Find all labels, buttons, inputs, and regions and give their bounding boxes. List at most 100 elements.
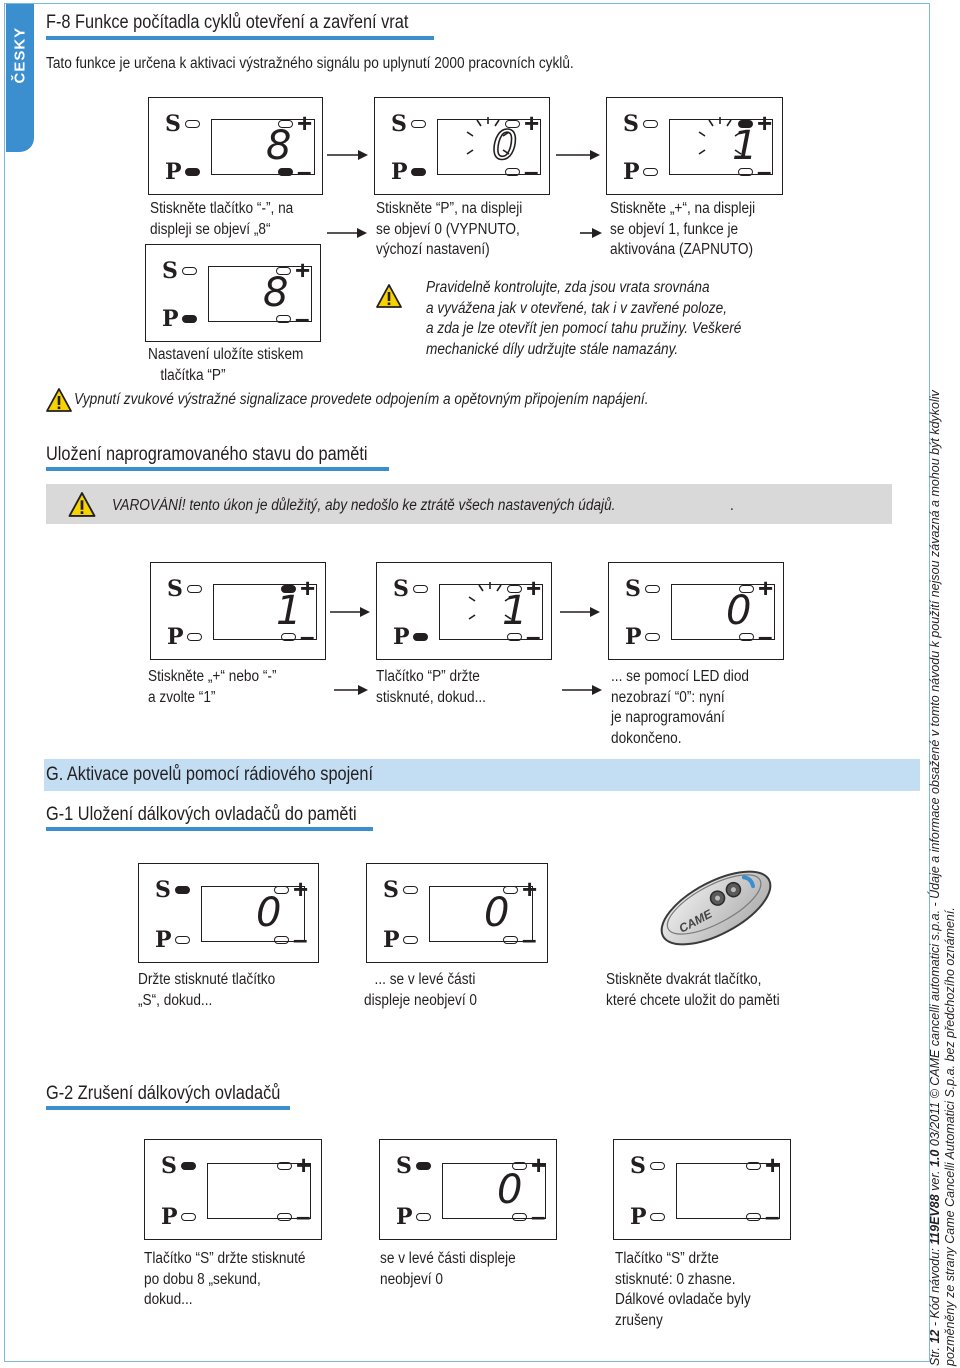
arrow-right-icon [327, 228, 367, 238]
led-s-indicator [411, 120, 426, 128]
led-minus-indicator [274, 936, 289, 944]
memory-step2-caption: Tlačítko “P” držte stisknuté, dokud... [376, 667, 486, 708]
arrow-right-icon [330, 607, 370, 617]
button-s-label: S [155, 877, 171, 903]
button-plus-label: + [758, 573, 774, 603]
display-digit: 0 [497, 1166, 523, 1213]
led-s-indicator [182, 267, 197, 275]
led-plus-indicator [276, 267, 291, 275]
g-title: G. Aktivace povelů pomocí rádiového spoj… [46, 764, 374, 785]
caption-line: displeje neobjeví 0 [364, 991, 477, 1009]
display-window: 0 [201, 886, 305, 942]
footer-part: ver. [928, 1167, 942, 1195]
page-frame [4, 3, 930, 1362]
display-window: 8 [211, 119, 315, 175]
display-digit: 0 [256, 890, 282, 936]
led-s-indicator [645, 585, 660, 593]
arrow-right-icon [580, 228, 602, 238]
led-s-indicator [643, 120, 658, 128]
arrow-right-icon [327, 150, 368, 160]
caption-line: tlačítka “P” [160, 366, 226, 384]
arrow-right-icon [556, 150, 600, 160]
blink-rays-icon [698, 117, 742, 155]
button-minus-label: – [531, 1201, 546, 1231]
g1-step2-caption: ... se v levé části displeje neobjeví 0 [364, 970, 477, 1011]
f8-step1-caption: Stiskněte tlačítko “-”, na displeji se o… [150, 199, 293, 240]
caption-line: dokud... [144, 1291, 193, 1308]
button-plus-label: + [531, 1150, 547, 1180]
display-window: 0 [671, 584, 775, 640]
note-line: Pravidelně kontrolujte, zda jsou vrata s… [426, 279, 710, 296]
button-s-label: S [383, 877, 399, 903]
caption-line: se v levé části displeje [380, 1250, 516, 1267]
led-p-indicator [403, 936, 418, 944]
memory-warning: VAROVÁNÍ! tento úkon je důležitý, aby ne… [112, 496, 615, 517]
button-plus-label: + [297, 108, 313, 138]
led-minus-indicator [738, 168, 753, 176]
footer-line-1: Str. 12 - Kód návodu: 119EV88 ver. 1.0 0… [928, 390, 943, 1366]
led-p-indicator [175, 936, 190, 944]
button-s-label: S [396, 1153, 412, 1179]
note-line: mechanické díly udržujte stále namazány. [426, 340, 679, 358]
led-p-indicator [411, 168, 426, 176]
language-tab-label: ČESKY [11, 26, 29, 84]
caption-line: Stiskněte „+“ nebo “-” [148, 668, 277, 685]
footer-part: 1.0 [928, 1149, 942, 1167]
display-window: 8 [208, 266, 312, 322]
memory-title-underline [46, 467, 389, 471]
button-plus-label: + [765, 1150, 781, 1180]
button-s-label: S [623, 111, 639, 137]
warning-icon [376, 284, 402, 308]
caption-line: stisknuté, dokud... [376, 688, 486, 706]
caption-line: a zvolte “1” [148, 688, 216, 706]
caption-line: ... se pomocí LED diod [611, 668, 749, 685]
button-s-label: S [165, 111, 181, 137]
button-p-label: P [396, 1204, 413, 1230]
f8-save-caption: Nastavení uložíte stiskem tlačítka “P” [148, 345, 303, 386]
blink-rays-icon [466, 117, 510, 155]
arrow-right-icon [560, 607, 600, 617]
button-p-label: P [630, 1204, 647, 1230]
g1-title-underline [46, 827, 373, 831]
led-s-indicator [650, 1162, 665, 1170]
button-plus-label: + [522, 874, 538, 904]
f8-step2-caption: Stiskněte “P”, na displeji se objeví 0 (… [376, 199, 522, 261]
button-plus-label: + [296, 1150, 312, 1180]
caption-line: aktivována (ZAPNUTO) [610, 241, 754, 258]
display-digit: 1 [732, 123, 758, 169]
note-line: a vyvážena jak v otevřené, tak i v zavře… [426, 299, 728, 317]
memory-warning-label: VAROVÁNÍ! [112, 497, 186, 514]
led-plus-indicator [281, 585, 296, 593]
display-digit: 8 [266, 123, 292, 169]
g2-step2-caption: se v levé části displeje neobjeví 0 [380, 1249, 516, 1290]
led-plus-indicator [739, 585, 754, 593]
g1-step3-caption: Stiskněte dvakrát tlačítko, které chcete… [606, 970, 780, 1011]
footer-part: - Kód návodu: [928, 1244, 942, 1330]
footer-part: 03/2011 © CAME cancelli automatici s.p.a… [928, 390, 942, 1150]
led-minus-indicator [505, 168, 520, 176]
led-p-indicator [416, 1213, 431, 1221]
arrow-right-icon [334, 685, 368, 695]
led-s-indicator [413, 585, 428, 593]
g-section-bar [44, 759, 920, 791]
led-p-indicator [650, 1213, 665, 1221]
led-p-indicator [643, 168, 658, 176]
button-minus-label: – [765, 1201, 780, 1231]
led-p-indicator [645, 633, 660, 641]
f8-warning: Vypnutí zvukové výstražné signalizace pr… [74, 391, 649, 408]
button-p-label: P [167, 624, 184, 650]
g2-step3-caption: Tlačítko “S” držte stisknuté: 0 zhasne. … [615, 1249, 751, 1331]
caption-line: se objeví 0 (VYPNUTO, [376, 220, 520, 238]
caption-line: Tlačítko “P” držte [376, 668, 480, 685]
button-p-label: P [161, 1204, 178, 1230]
led-minus-indicator [278, 168, 293, 176]
led-s-indicator [185, 120, 200, 128]
button-plus-label: + [300, 573, 316, 603]
g2-step1-caption: Tlačítko “S” držte stisknuté po dobu 8 „… [144, 1249, 305, 1311]
caption-line: Stiskněte tlačítko “-”, na [150, 200, 294, 217]
display-digit: 1 [276, 588, 302, 634]
button-s-label: S [161, 1153, 177, 1179]
